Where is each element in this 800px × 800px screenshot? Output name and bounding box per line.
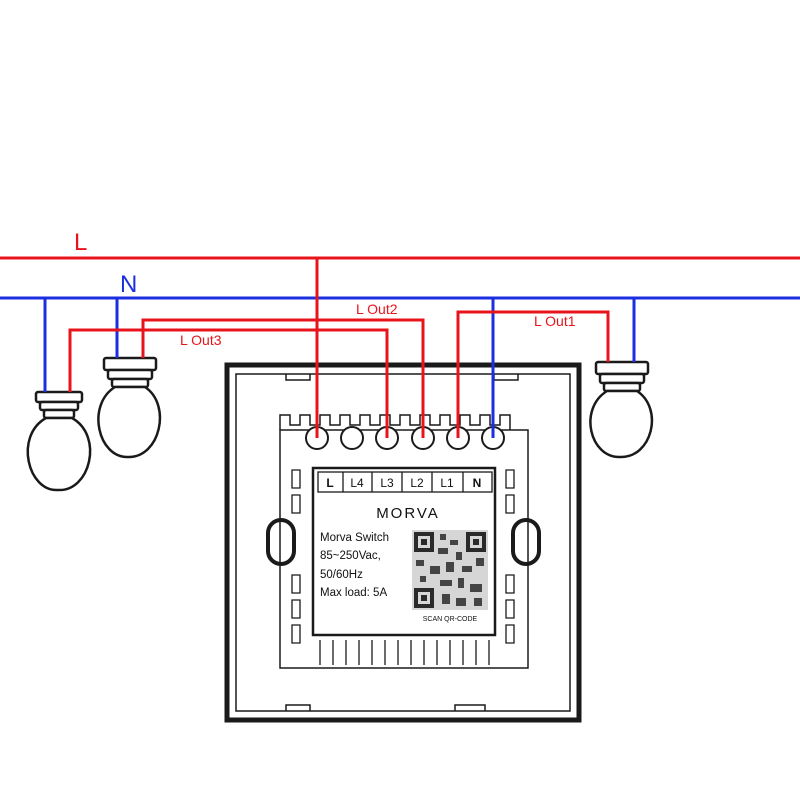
spec-line-2: 85~250Vac, (320, 550, 381, 562)
switch-back-panel (224, 362, 582, 723)
spec-line-1: Morva Switch (320, 532, 389, 544)
terminal-label-l1: L1 (440, 476, 454, 490)
out2-label: L Out2 (356, 301, 398, 317)
live-label: L (74, 229, 87, 256)
bulb-out2 (97, 356, 162, 459)
out1-wire (456, 310, 610, 438)
terminal-label-l: L (326, 476, 333, 490)
neutral-label: N (120, 271, 137, 298)
spec-line-4: Max load: 5A (320, 587, 387, 599)
label-plate: L L4 L3 L2 L1 N MORVA Morva Switch 85~25… (311, 466, 497, 637)
neutral-wires (0, 296, 800, 438)
live-wires (0, 256, 800, 438)
screw-terminal (340, 426, 364, 450)
mounting-slot-left (266, 518, 296, 566)
terminal-label-l4: L4 (350, 476, 364, 490)
bulb-out1 (589, 360, 654, 459)
mounting-slot-right (511, 518, 541, 566)
bulb-out3 (26, 390, 92, 492)
out3-wire (68, 328, 389, 438)
spec-line-3: 50/60Hz (320, 569, 363, 581)
qr-caption: SCAN QR-CODE (423, 616, 478, 623)
qr-code (412, 530, 488, 610)
out1-label: L Out1 (534, 313, 576, 329)
brand-logo: MORVA (376, 505, 440, 522)
terminal-label-l3: L3 (380, 476, 394, 490)
out3-label: L Out3 (180, 332, 222, 348)
terminal-label-l2: L2 (410, 476, 424, 490)
out2-wire (141, 318, 425, 438)
terminal-label-n: N (473, 476, 482, 490)
